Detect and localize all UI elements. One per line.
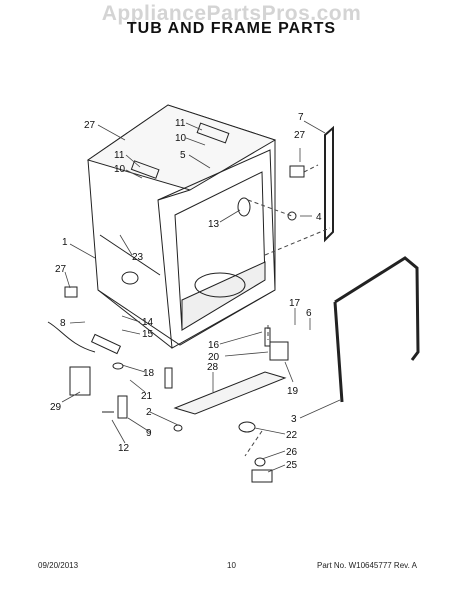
mount-bracket-left (64, 286, 78, 298)
callout-11-top: 11 (175, 118, 186, 129)
diagram-title: TUB AND FRAME PARTS (126, 20, 337, 37)
callout-8: 8 (60, 318, 66, 329)
callout-5: 5 (180, 150, 186, 161)
callout-27-left: 27 (55, 264, 67, 275)
callout-28: 28 (207, 362, 219, 373)
bottom-panel (173, 371, 287, 415)
callout-24: 27 (84, 120, 96, 131)
tub-top-face (86, 104, 277, 191)
callout-29: 29 (50, 402, 62, 413)
gasket-clip (238, 421, 256, 433)
callout-27-right: 27 (294, 130, 306, 141)
callout-13: 13 (208, 219, 220, 230)
callout-25: 25 (286, 460, 298, 471)
watermark: AppliancePartsPros.com (101, 2, 362, 25)
footer-page-number: 10 (227, 561, 236, 570)
callout-1: 1 (62, 237, 68, 248)
foot-screw (173, 424, 183, 432)
footer-date: 09/20/2013 (38, 561, 79, 570)
tub-gasket (333, 256, 420, 403)
callout-21: 21 (141, 391, 153, 402)
pivot-screw (287, 211, 297, 221)
callout-14: 14 (142, 317, 154, 328)
callout-10-side: 10 (114, 164, 126, 175)
door-gasket (324, 125, 334, 243)
leveling-leg-left (164, 367, 173, 389)
tub-side-port (121, 271, 139, 285)
cable-bracket (69, 366, 91, 396)
tub-sump (194, 272, 246, 298)
callout-17: 17 (289, 298, 301, 309)
callout-7: 7 (298, 112, 304, 123)
leveling-bracket (269, 341, 289, 361)
roller-bracket (117, 395, 128, 419)
callout-12: 12 (118, 443, 130, 454)
callout-19: 19 (287, 386, 299, 397)
callout-4: 4 (316, 212, 322, 223)
power-cord (47, 321, 96, 353)
callout-2: 2 (146, 407, 152, 418)
callout-9: 9 (146, 428, 152, 439)
leveling-leg-right (264, 327, 271, 347)
callout-11-side: 11 (114, 150, 125, 161)
tub-front-frame (157, 149, 276, 349)
hinge-plate (237, 197, 251, 217)
callout-23: 23 (132, 252, 144, 263)
hinge-bracket-side (130, 160, 160, 179)
callout-16: 16 (208, 340, 220, 351)
strap-bracket (251, 469, 273, 483)
callout-15: 15 (142, 329, 154, 340)
callout-10-top: 10 (175, 133, 187, 144)
cable-tie (112, 362, 124, 370)
callout-3: 3 (291, 414, 297, 425)
mount-bracket-right (289, 165, 305, 178)
hose-clamp (90, 333, 122, 355)
hinge-bracket-top (196, 122, 230, 144)
callout-18: 18 (143, 368, 155, 379)
strap-screw (254, 457, 266, 467)
callout-6: 6 (306, 308, 312, 319)
callout-20: 20 (208, 352, 220, 363)
footer-part-number: Part No. W10645777 Rev. A (317, 561, 417, 570)
callout-26: 26 (286, 447, 298, 458)
callout-22: 22 (286, 430, 298, 441)
tub-side-rib (99, 234, 161, 276)
tub-floor (181, 261, 266, 331)
